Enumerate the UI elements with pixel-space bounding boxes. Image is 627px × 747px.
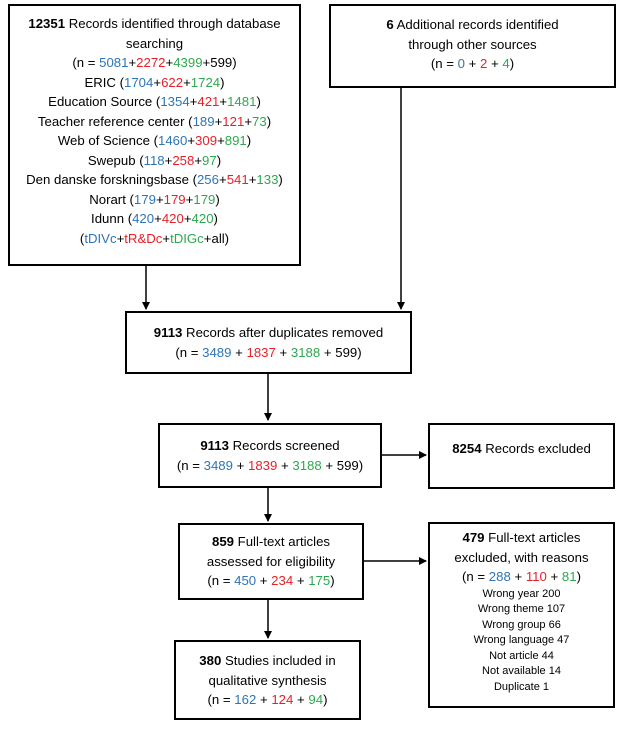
source-den-danske-forskningsbase: Den danske forskningsbase (256+541+133) <box>26 172 283 187</box>
records-screened-total: (n = 3489 + 1839 + 3188 + 599) <box>176 457 364 473</box>
source-legend: (tDIVc+tR&Dc+tDIGc+all) <box>79 230 230 246</box>
box-records-screened: 9113 Records screened (n = 3489 + 1839 +… <box>158 423 382 488</box>
source-eric: ERIC (1704+622+1724) <box>84 74 225 90</box>
other-sources-total: (n = 0 + 2 + 4) <box>430 56 515 71</box>
fulltext-assessed-title-cont: assessed for eligibility <box>206 553 336 569</box>
box-after-duplicates: 9113 Records after duplicates removed (n… <box>125 311 412 374</box>
reason-not-article: Not article 44 <box>489 649 554 662</box>
source-idunn: Idunn (420+420+420) <box>91 211 218 226</box>
studies-included-total: (n = 162 + 124 + 94) <box>207 692 328 707</box>
source-norart: Norart (179+179+179) <box>89 191 220 207</box>
box-records-excluded: 8254 Records excluded <box>428 423 615 489</box>
records-excluded-title: 8254 Records excluded <box>452 441 591 456</box>
reason-wrong-language: Wrong language 47 <box>473 634 570 646</box>
source-swepub: Swepub (118+258+97) <box>87 152 222 168</box>
after-duplicates-total: (n = 3489 + 1837 + 3188 + 599) <box>175 344 362 360</box>
source-teacher-reference-center: Teacher reference center (189+121+73) <box>37 113 272 129</box>
fulltext-excluded-total: (n = 288 + 110 + 81) <box>462 569 581 584</box>
other-sources-title-cont: through other sources <box>408 36 537 52</box>
reason-wrong-group: Wrong group 66 <box>482 618 561 631</box>
after-duplicates-title: 9113 Records after duplicates removed <box>153 325 384 340</box>
database-records-title-cont: searching <box>125 35 184 51</box>
database-records-title: 12351 Records identified through databas… <box>28 16 281 31</box>
reason-duplicate: Duplicate 1 <box>493 680 550 693</box>
box-fulltext-assessed: 859 Full-text articles assessed for elig… <box>178 523 364 600</box>
reason-wrong-year: Wrong year 200 <box>482 587 561 600</box>
fulltext-assessed-total: (n = 450 + 234 + 175) <box>207 573 335 588</box>
fulltext-excluded-title: 479 Full-text articles <box>462 530 581 545</box>
other-sources-title: 6 Additional records identified <box>386 17 559 32</box>
box-database-records: 12351 Records identified through databas… <box>8 4 301 266</box>
box-studies-included: 380 Studies included in qualitative synt… <box>174 640 361 720</box>
fulltext-assessed-title: 859 Full-text articles <box>211 534 331 549</box>
box-fulltext-excluded: 479 Full-text articles excluded, with re… <box>428 522 615 708</box>
studies-included-title: 380 Studies included in <box>199 653 336 668</box>
records-screened-title: 9113 Records screened <box>200 438 340 453</box>
box-other-sources: 6 Additional records identified through … <box>329 4 616 88</box>
studies-included-title-cont: qualitative synthesis <box>208 672 327 688</box>
database-records-total: (n = 5081+2272+4399+599) <box>72 55 237 70</box>
reason-not-available: Not available 14 <box>482 665 561 677</box>
source-education-source: Education Source (1354+421+1481) <box>48 94 261 109</box>
reason-wrong-theme: Wrong theme 107 <box>477 603 566 615</box>
fulltext-excluded-title-cont: excluded, with reasons <box>454 549 589 565</box>
source-web-of-science: Web of Science (1460+309+891) <box>57 133 252 148</box>
